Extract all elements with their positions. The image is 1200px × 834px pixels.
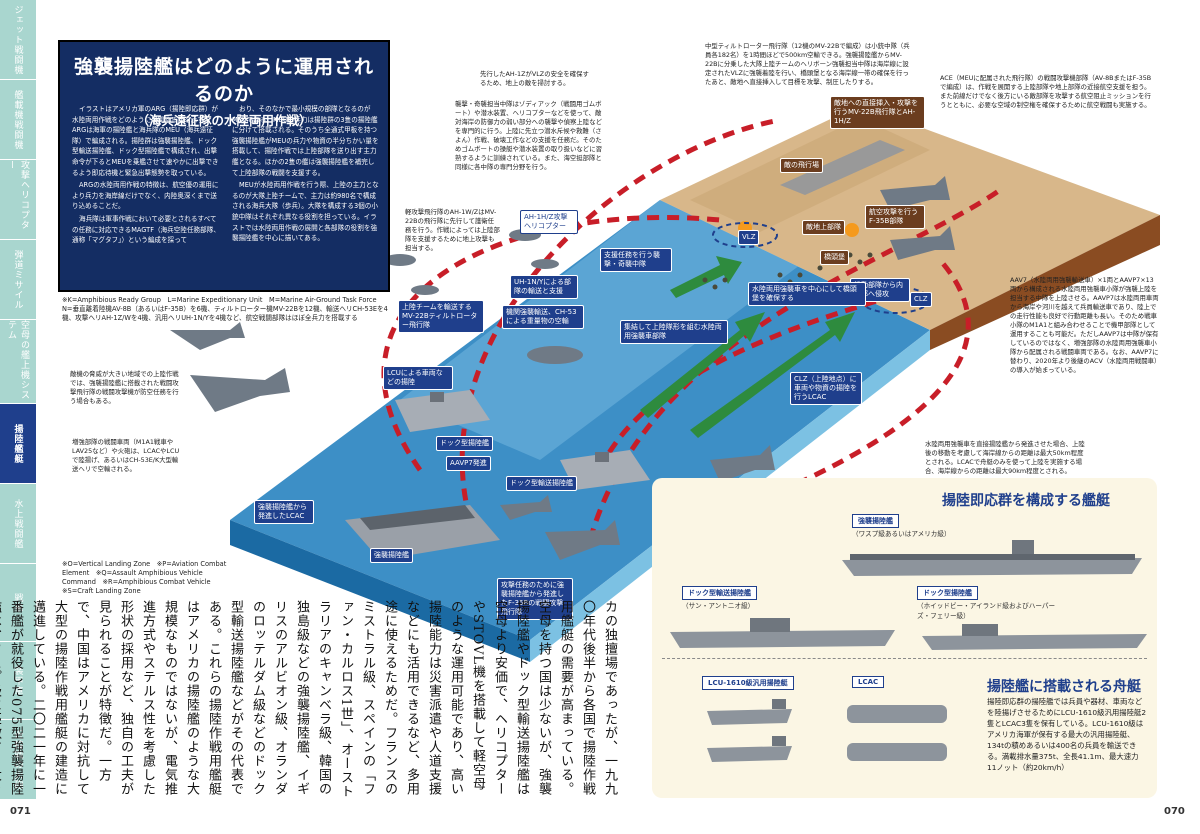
label-dock-lpd: ドック型揚陸艦: [436, 436, 493, 451]
lhd-ship-drawing: [842, 540, 1142, 576]
craft-drawings: [707, 699, 947, 762]
label-lcac-launch: 強襲揚陸艦から発進したLCAC: [254, 500, 314, 524]
jet-f35-launch: [545, 520, 620, 560]
heli-uh1: [531, 259, 559, 269]
label-f35b-launch: 攻撃任務のために強襲揚陸艦から発進したF-35Bの戦闘攻撃飛行隊: [497, 578, 573, 620]
craft-description: 揚陸即応群の揚陸艦では兵員や器材、車両などを陸揚げさせるためにLCU-1610級…: [987, 697, 1147, 772]
label-clz-lcac: CLZ（上陸地点）に車両や物資の揚陸を行うLCAC: [790, 372, 862, 405]
assault-arrows: [640, 256, 855, 438]
label-f35b-attack: 航空攻撃を行うF-35B部隊: [865, 205, 925, 229]
route-mv22: [381, 214, 721, 472]
label-dock-lsd: ドック型輸送揚陸艦: [506, 476, 577, 491]
enemy-runway: [780, 140, 905, 195]
legend-footnote: ※O=Vertical Landing Zone ※P=Aviation Com…: [62, 560, 227, 595]
intro-column-1: イラストはアメリカ軍のARG（揚陸即応群）が水陸両用作戦をどのように展開するかを…: [72, 105, 220, 245]
arrow-1: [640, 312, 765, 418]
page-number-right: 070: [1164, 806, 1185, 817]
page-subtitle: （海兵遠征隊の水陸両用作戦）: [136, 113, 312, 128]
lhd-sub: （ワスプ級あるいはアメリカ級）: [852, 530, 951, 538]
lpd-sub: （サン・アントニオ級）: [682, 602, 755, 610]
jet-f35-top: [880, 176, 950, 210]
article-body-text: カの独擅場であったが、一九九〇年代後半から各国で揚陸作戦用艦艇の需要が高まってい…: [0, 600, 617, 799]
callout-acef35: ACE（MEUに配属された飛行隊）の戦闘攻撃機部隊（AV-8BまたはF-35Bで…: [940, 74, 1152, 109]
explosion-2: [845, 223, 859, 237]
arg-heading: 揚陸即応群を構成する艦艇: [942, 493, 1110, 509]
label-ah1hz: AH-1H/Z攻撃ヘリコプター: [520, 210, 578, 234]
label-mv22-group: 上陸チームを輸送するMV-22Bティルトローター飛行隊: [398, 300, 484, 333]
lcu-tag: LCU-1610級汎用揚陸艇: [702, 676, 794, 690]
tab-ballistic-missile[interactable]: 弾道ミサイル: [0, 240, 36, 320]
label-ch53: 機関強襲輸送、CH-53による重量物の空輸: [502, 305, 584, 329]
lpd-ship-drawing: [670, 618, 895, 648]
page-number-left: 071: [10, 806, 31, 817]
label-uh1ny: UH-1N/Yによる部隊の輸送と支援: [510, 275, 578, 299]
heli-ch53: [527, 346, 583, 364]
sea-front-face: [230, 520, 530, 662]
aircraft-group: [170, 176, 955, 560]
jet-f35-large: [190, 368, 290, 412]
callout-ah1z: 先行したAH-1ZがVLZの安全を確保するため、地上の敵を掃討する。: [480, 70, 589, 87]
ship-lhd: [345, 505, 500, 560]
callout-fighter: 敵機の脅威が大きい地域での上陸作戦では、強襲揚陸艦に搭載された戦闘攻撃飛行隊の戦…: [70, 370, 179, 405]
tab-jet-fighter[interactable]: ジェット戦闘機: [0, 0, 36, 80]
lhd-tag: 強襲揚陸艦: [852, 514, 899, 528]
callout-aav7: AAV7（水陸両用強襲輸送車）×1両とAAVP7×13両から構成される水陸両用強…: [1010, 276, 1159, 374]
abbreviation-footnote: ※K=Amphibious Ready Group L=Marine Exped…: [62, 296, 388, 322]
callout-mv22: 中型ティルトローター飛行隊（12機のMV-22Bで編成）は小銃中隊（兵員各182…: [705, 42, 910, 86]
land-side-face: [930, 215, 1160, 350]
jet-f35-mid: [890, 226, 955, 260]
troop-formations: [702, 252, 873, 290]
callout-distance: 水陸両用強襲車を直接揚陸艦から発進させた場合、上陸後の移動を考慮して海岸線からの…: [925, 440, 1085, 475]
tab-armored-vehicle[interactable]: 装甲車: [0, 642, 36, 720]
tab-artillery[interactable]: 近接戦の火砲: [0, 720, 36, 800]
craft-heading: 揚陸艦に搭載される舟艇: [987, 679, 1141, 695]
panel-divider: [662, 658, 1147, 659]
callout-tank: 増強部隊の戦闘車両（M1A1戦車やLAV25など）や火砲は、LCACやLCUで陸…: [72, 438, 180, 473]
shallow-water: [400, 200, 800, 460]
label-lcu: LCUによる車両などの揚陸: [383, 366, 453, 390]
ship-lsd: [560, 450, 650, 490]
tab-amphibious[interactable]: 揚陸艦艇: [0, 404, 36, 484]
label-vlz: VLZ: [738, 230, 760, 245]
tab-carrier-system[interactable]: 空母の艦上機システム: [0, 320, 36, 404]
jet-f35-small: [170, 322, 245, 350]
lsd-tag: ドック型揚陸艦: [917, 586, 978, 600]
lcac-tag: LCAC: [852, 676, 885, 688]
label-enemy-landing: 敵地上部隊: [802, 220, 845, 235]
tab-surface-combatant[interactable]: 水上戦闘艦: [0, 484, 36, 564]
label-aavp7: AAVP7発進: [446, 456, 491, 471]
route-aav: [759, 258, 971, 503]
intro-column-2: おり、そのなかで最小規模の部隊となるのがMEUである。MEUの兵力は揚陸群の3隻…: [232, 105, 379, 243]
tiltrotor-2: [411, 285, 439, 295]
route-lcac: [597, 297, 881, 472]
tab-carrier-fighter[interactable]: 艦載機戦闘機: [0, 80, 36, 160]
title-box: 強襲揚陸艦はどのように運用されるのか （海兵遠征隊の水陸両用作戦） イラストはア…: [58, 40, 390, 292]
jet-f35-escort: [500, 495, 552, 520]
page-title: 強襲揚陸艦はどのように運用されるのか: [73, 56, 374, 105]
callout-ah1w: 軽攻撃飛行隊のAH-1W/ZはMV-22Bの飛行隊に先行して護衛任務を行う。作戦…: [405, 208, 500, 252]
arrow-3: [670, 256, 742, 298]
ship-lpd: [395, 390, 490, 432]
label-support: 支援任務を行う襲撃・奇襲中隊: [600, 248, 672, 272]
label-bridgehead: 橋頭堡: [820, 250, 849, 265]
lsd-ship-drawing: [922, 624, 1147, 650]
callout-swim: 襲撃・奇襲担当中隊はゾディアック（戦闘用ゴムボート）や潜水装置、ヘリコプターなど…: [455, 100, 602, 171]
tab-attack-helicopter[interactable]: 攻撃ヘリコプター: [0, 160, 36, 240]
label-lhd: 強襲揚陸艦: [370, 548, 413, 563]
chapter-tab-column: ジェット戦闘機 艦載機戦闘機 攻撃ヘリコプター 弾道ミサイル 空母の艦上機システ…: [0, 0, 36, 800]
tab-tank[interactable]: 戦車: [0, 564, 36, 642]
vlz-ring: [712, 222, 778, 248]
arrow-2: [690, 312, 855, 438]
label-enemy-airfield: 敵の飛行場: [780, 158, 823, 173]
label-clz: CLZ: [910, 292, 932, 307]
jet-f35-right: [710, 445, 775, 482]
label-assault-aav: 水陸両用強襲車を中心にして橋頭堡を確保する: [748, 282, 866, 306]
tiltrotor-1: [384, 254, 416, 266]
ship-reference-panel: 揚陸即応群を構成する艦艇 強襲揚陸艦 （ワスプ級あるいはアメリカ級） ドック型輸…: [652, 478, 1157, 798]
lsd-sub: （ホイッドビー・アイランド級およびハーパーズ・フェリー級）: [917, 602, 1056, 620]
label-gather: 集結して上陸隊形を組む水陸両用強襲車部隊: [620, 320, 728, 344]
label-enemy-attack: 敵地への直接挿入・攻撃を行うMV-22B飛行隊とAH-1H/Z: [830, 96, 925, 129]
lpd-tag: ドック型輸送揚陸艦: [682, 586, 757, 600]
